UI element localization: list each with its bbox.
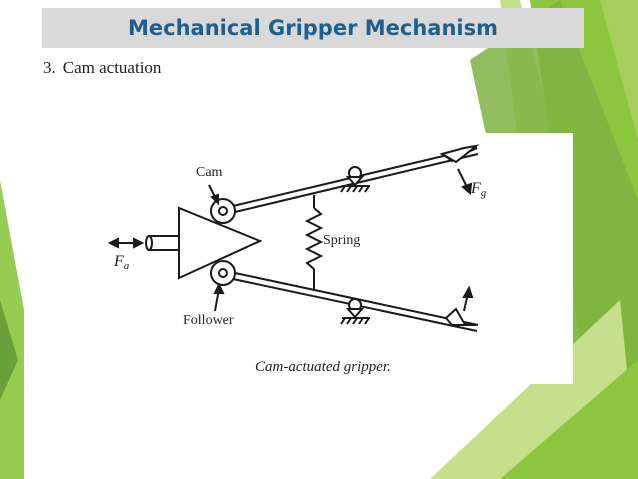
lower-pivot xyxy=(340,298,370,325)
force-fg-subscript: g xyxy=(480,187,487,199)
cam-wedge xyxy=(178,206,263,280)
bullet-item: 3. Cam actuation xyxy=(43,58,161,78)
slide-title: Mechanical Gripper Mechanism xyxy=(128,16,498,40)
bullet-number: 3. xyxy=(43,58,56,77)
force-fa-arrow xyxy=(107,237,145,249)
title-bar: Mechanical Gripper Mechanism xyxy=(42,8,584,48)
force-fg-lower-arrow xyxy=(462,285,474,312)
follower-label: Follower xyxy=(183,313,234,328)
force-fg-letter: F xyxy=(471,180,481,197)
figure-caption: Cam-actuated gripper. xyxy=(255,359,391,375)
cam-gripper-drawing xyxy=(107,144,480,332)
bullet-text: Cam actuation xyxy=(62,58,162,77)
force-fa-subscript: a xyxy=(123,260,130,272)
force-fg-arrow xyxy=(457,168,473,195)
upper-pivot xyxy=(340,166,370,193)
cam-shaft xyxy=(145,235,179,251)
spring xyxy=(304,195,324,291)
force-fa-label: Fa xyxy=(114,253,129,272)
spring-label: Spring xyxy=(323,233,361,248)
gripper-diagram: Cam Spring Follower Fa Fg Cam-actuated g… xyxy=(92,133,573,384)
force-fg-label: Fg xyxy=(471,180,486,199)
force-fa-letter: F xyxy=(114,253,124,270)
cam-label: Cam xyxy=(196,165,223,180)
